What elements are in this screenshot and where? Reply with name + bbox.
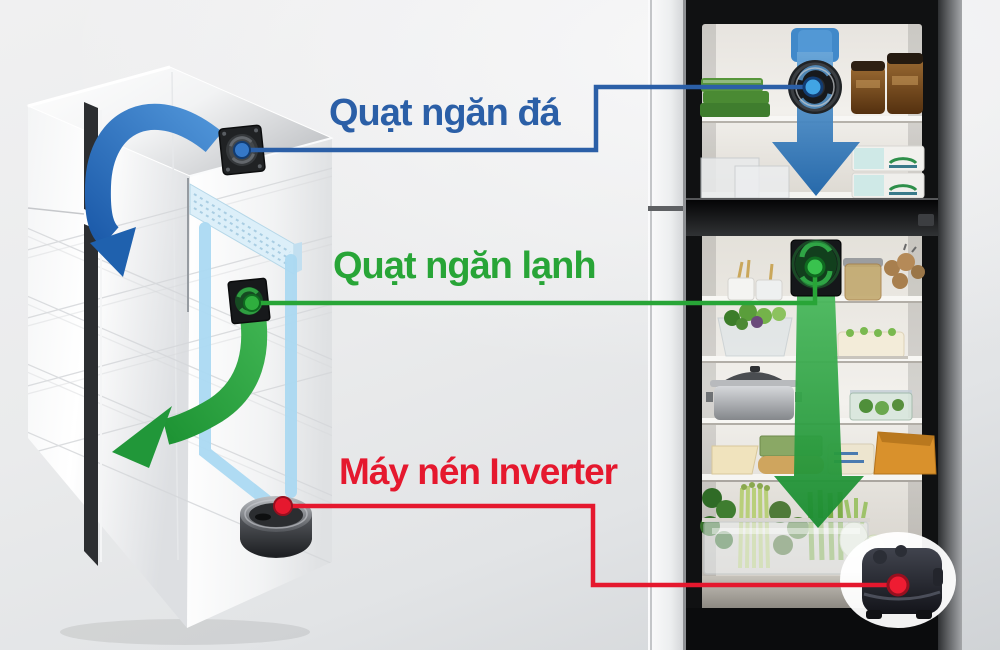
compressor-label: Máy nén Inverter — [339, 451, 618, 492]
freezer-airflow-arrow — [772, 28, 860, 196]
callout-connectors — [233, 76, 910, 597]
evaporator — [187, 178, 302, 312]
freezer-fan-label: Quạt ngăn đá — [329, 92, 561, 134]
freezer-compartment — [700, 24, 925, 200]
cooler-fan-connector — [243, 256, 826, 312]
freezer-airflow-arrow-schematic — [84, 103, 223, 277]
cooler-airflow-arrow — [774, 296, 864, 528]
schematic-front-face — [28, 106, 190, 628]
freezer-containers — [700, 157, 790, 199]
ice-cream-tubs — [851, 145, 925, 199]
compressor-connector — [273, 496, 910, 597]
compressor-icon — [240, 496, 312, 558]
fridge-side-panel — [648, 0, 686, 650]
cooler-fan-label: Quạt ngăn lạnh — [333, 245, 597, 287]
frozen-food-packages — [700, 78, 770, 117]
refrigerator-photo — [648, 0, 962, 650]
cooler-airflow-arrow-schematic — [112, 307, 268, 468]
coolant-pipes — [199, 222, 297, 506]
freezer-fan-connector — [233, 76, 824, 159]
door-divider — [686, 198, 938, 236]
freezer-jars — [851, 53, 923, 114]
cooler-compartment — [686, 236, 956, 650]
refrigerator-schematic — [26, 65, 334, 645]
